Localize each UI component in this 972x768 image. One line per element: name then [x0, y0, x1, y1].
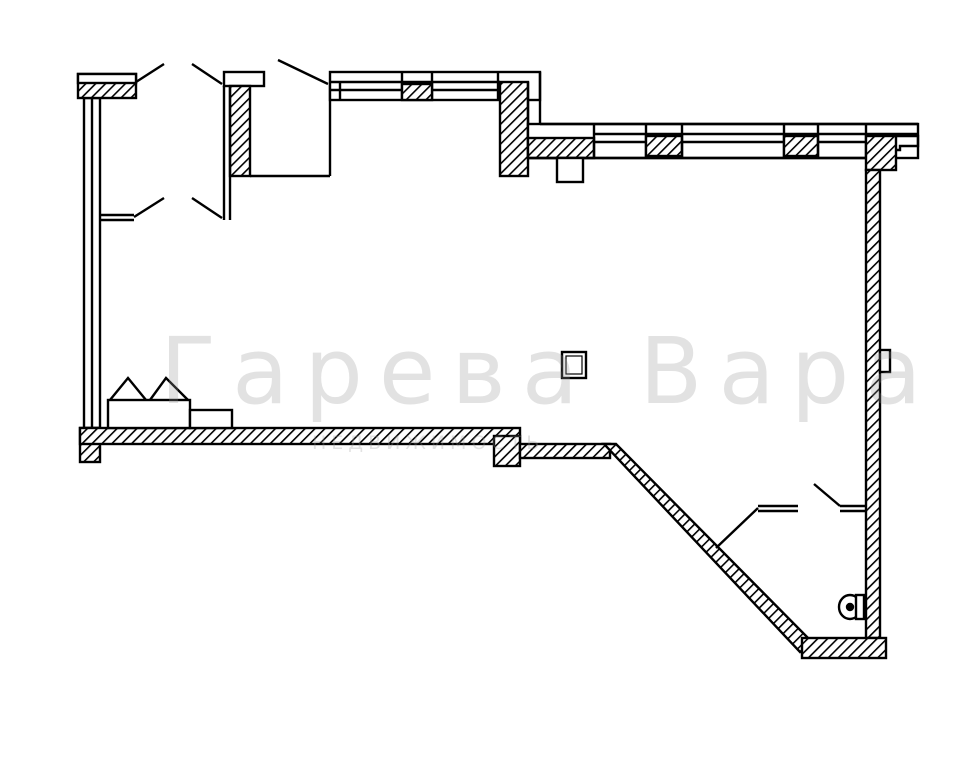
bathroom-door-left	[715, 504, 798, 549]
bathroom-door-right	[813, 483, 866, 513]
kitchen-unit	[106, 376, 234, 430]
wall-left	[82, 96, 102, 430]
entry-doors-bottom	[100, 196, 223, 222]
wall-cap-left-top-ledge	[76, 72, 138, 85]
wall-right	[864, 168, 882, 640]
wall-stub-right	[896, 134, 920, 152]
pillar-top-middle	[498, 80, 530, 178]
column-corner-top-right	[864, 134, 898, 172]
wall-bottom-step	[518, 442, 612, 460]
wall-diagonal	[601, 442, 814, 654]
wall-bottom-left	[78, 426, 522, 446]
entry-doors-top	[135, 62, 223, 85]
pillar-bottom-middle	[492, 434, 522, 468]
niche-box-top	[555, 156, 585, 184]
column-center-inner	[565, 355, 583, 375]
outlet-right	[878, 348, 892, 374]
vestibule-partition	[222, 58, 332, 220]
wall-bottom-right	[800, 636, 888, 660]
window-band-right	[526, 122, 920, 160]
toilet-icon	[837, 593, 866, 621]
